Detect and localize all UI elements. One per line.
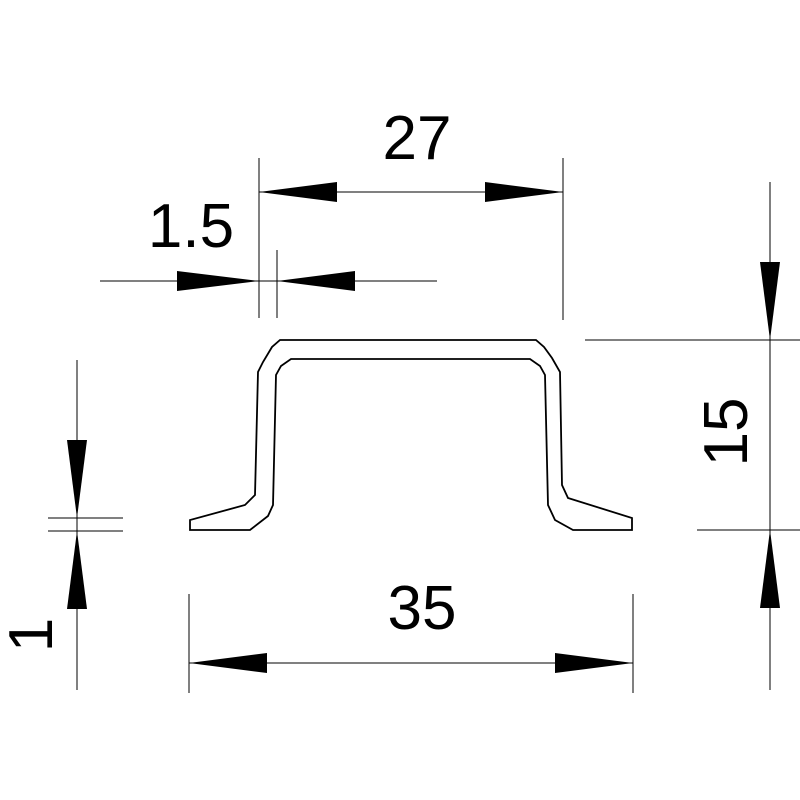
rail-profile bbox=[189, 339, 633, 531]
arrowhead-right-35 bbox=[555, 653, 633, 673]
dimension-top-width: 27 bbox=[258, 104, 564, 320]
arrowhead-left-35 bbox=[189, 653, 267, 673]
arrowhead-bottom-15 bbox=[760, 530, 780, 608]
label-1-5: 1.5 bbox=[148, 192, 234, 261]
label-35: 35 bbox=[388, 574, 457, 643]
arrowhead-top-1 bbox=[67, 440, 87, 518]
arrowhead-top-15 bbox=[760, 262, 780, 340]
label-15: 15 bbox=[692, 398, 761, 467]
dimension-wall-thickness: 1.5 bbox=[100, 192, 437, 318]
profile-outer-outline bbox=[189, 339, 633, 531]
label-1: 1 bbox=[0, 618, 66, 652]
arrowhead-right-27 bbox=[485, 182, 563, 202]
dimension-base-width: 35 bbox=[188, 574, 634, 693]
arrowhead-left-27 bbox=[259, 182, 337, 202]
arrowhead-right-1-5 bbox=[277, 271, 355, 291]
label-27: 27 bbox=[383, 104, 452, 173]
arrowhead-bottom-1 bbox=[67, 531, 87, 609]
dimension-height: 15 bbox=[585, 182, 800, 690]
arrowhead-left-1-5 bbox=[177, 271, 259, 291]
dimension-flange-thickness: 1 bbox=[0, 360, 123, 690]
